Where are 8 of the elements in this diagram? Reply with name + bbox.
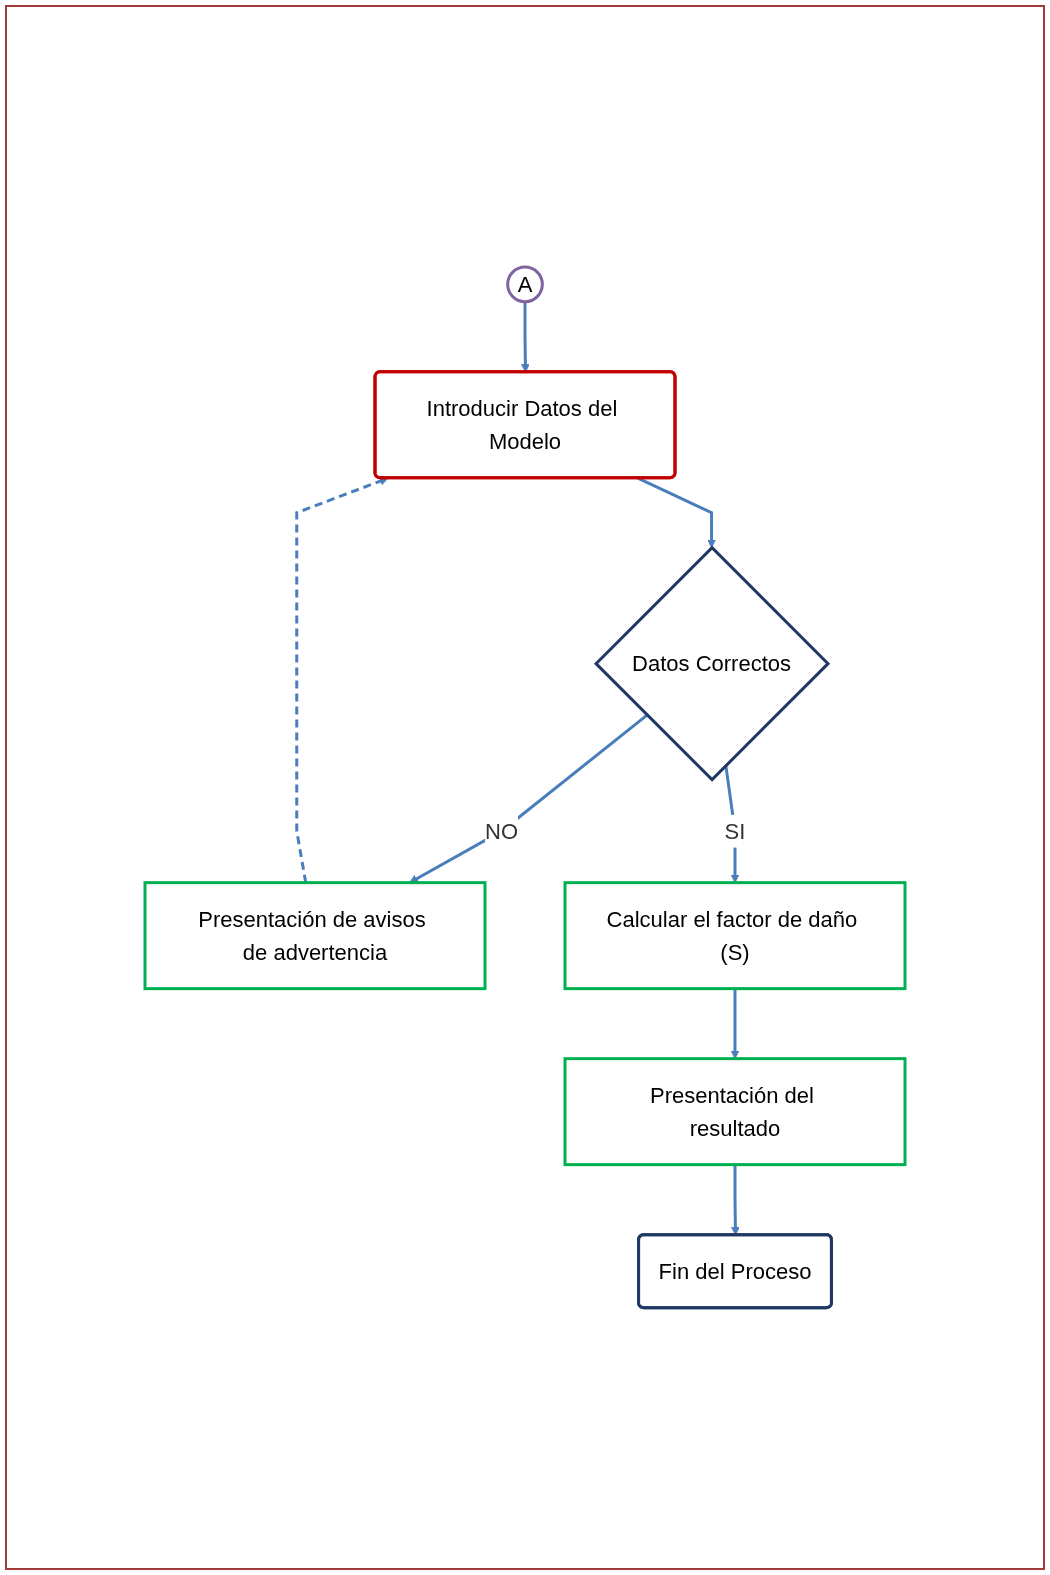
node-circle: A xyxy=(506,265,544,304)
node-box: Presentación de avisos de advertencia xyxy=(143,881,487,991)
edge-label: NO xyxy=(485,818,519,844)
edge-label: SI xyxy=(724,818,746,844)
arrow xyxy=(637,477,716,549)
node-box: Calcular el factor de daño (S) xyxy=(563,881,907,991)
node-diamond: Datos Correctos xyxy=(593,545,831,782)
node-box: Presentación del resultado xyxy=(563,1057,907,1167)
